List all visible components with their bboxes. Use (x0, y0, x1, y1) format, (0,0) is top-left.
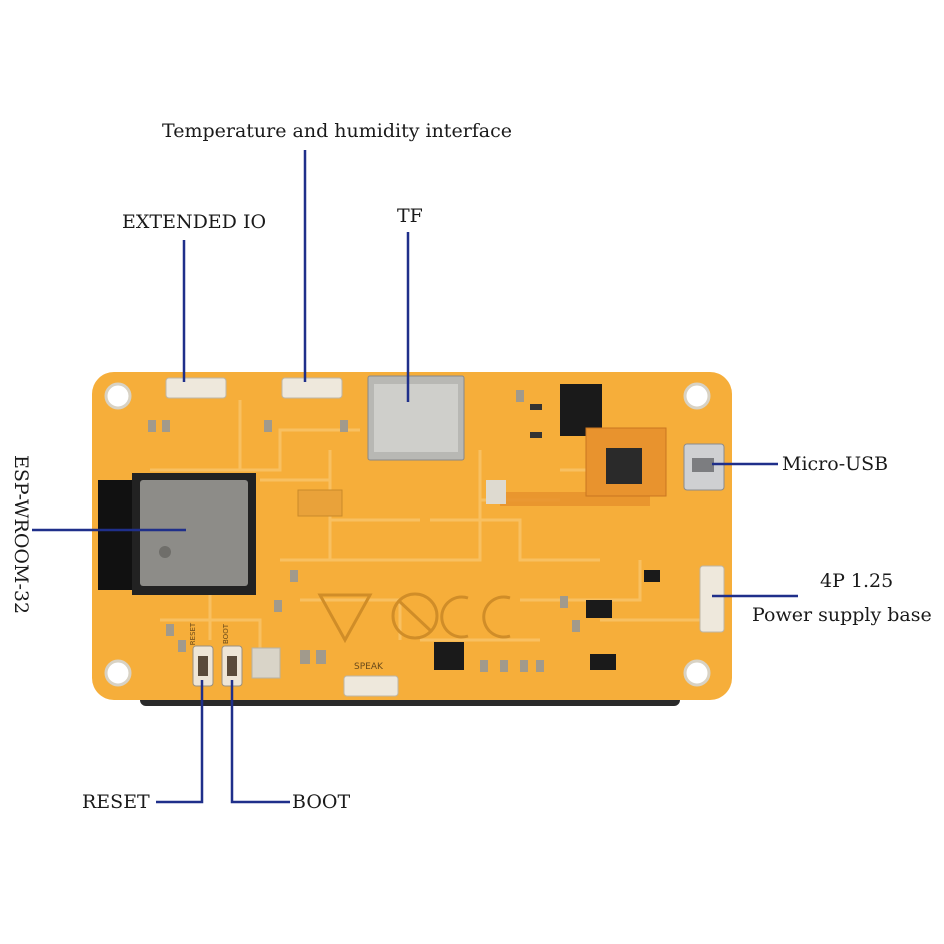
esp-wroom-label-wrap: ESP-WROOM-32 (10, 455, 54, 645)
chip-mid (297, 489, 343, 517)
pcb-traces (150, 400, 700, 660)
regulator-1 (586, 600, 612, 618)
reset-label: RESET (82, 791, 150, 813)
micro-usb-label: Micro-USB (782, 453, 889, 475)
reset-silk-label: RESET (189, 622, 198, 646)
smd-components (148, 390, 580, 679)
boot-label: BOOT (292, 791, 351, 813)
mounting-holes (104, 382, 711, 687)
tf-label: TF (397, 205, 423, 227)
speaker-connector (343, 675, 399, 697)
power-4p-label: 4P 1.25 (820, 570, 894, 592)
pcb-board (92, 372, 732, 700)
boot-silk-label: BOOT (221, 624, 230, 644)
extended-io-label: EXTENDED IO (122, 211, 267, 233)
chip-top-right (560, 384, 602, 436)
chip-audio (434, 642, 464, 670)
power-base-label: Power supply base (752, 604, 932, 626)
temperature-humidity-label: Temperature and humidity interface (162, 120, 513, 142)
regulator-2 (590, 654, 616, 670)
extended-io-connector (165, 377, 227, 399)
esp-wroom-label: ESP-WROOM-32 (10, 455, 32, 615)
power-4p-connector (699, 565, 725, 633)
transistor (644, 570, 660, 582)
temp-humidity-connector (281, 377, 343, 399)
speak-silk-label: SPEAK (354, 662, 383, 672)
esp-module-shield (140, 480, 248, 586)
certification-marks (317, 592, 511, 644)
leader-lines (32, 150, 798, 804)
touch-controller-chip (606, 448, 642, 484)
